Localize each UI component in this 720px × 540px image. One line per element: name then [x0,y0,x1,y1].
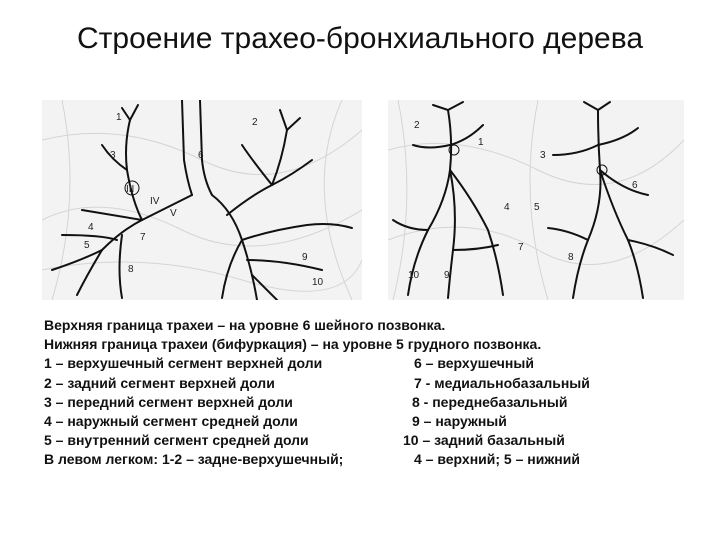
segment-label: 8 [128,264,134,275]
segment-label: III [126,184,134,195]
segment-label: 4 [504,202,510,213]
bronchial-tree-figure-left: 1 2 3 4 5 6 7 8 9 10 III IV V [42,100,362,300]
legend-right-text: 8 - переднебазальный [412,393,568,410]
segment-label: 10 [408,270,420,281]
segment-label: 8 [568,252,574,263]
segment-label: IV [150,196,160,207]
segment-label: 3 [540,150,546,161]
legend-row: 5 – внутренний сегмент средней доли 10 –… [44,431,684,450]
segment-label: 10 [312,277,324,288]
segment-label: 6 [198,150,204,161]
segment-label: 2 [414,120,420,131]
trachea-upper-border-text: Верхняя граница трахеи – на уровне 6 шей… [44,317,446,333]
segment-label: 6 [632,180,638,191]
legend-left-text: 4 – наружный сегмент средней доли [44,412,298,429]
segment-label: 3 [110,150,116,161]
slide-title: Строение трахео-бронхиального дерева [76,22,644,55]
legend-row: 4 – наружный сегмент средней доли 9 – на… [44,412,684,431]
segment-label: 7 [140,232,146,243]
legend-left-text: 3 – передний сегмент верхней доли [44,393,293,410]
legend-left-text: 5 – внутренний сегмент средней доли [44,432,309,449]
segment-label: 9 [444,270,450,281]
legend-right-text: 7 - медиальнобазальный [414,374,590,391]
segment-label: 9 [302,252,308,263]
legend-right-text: 10 – задний базальный [403,432,565,449]
legend-row: 2 – задний сегмент верхней доли 7 - меди… [44,374,684,393]
legend-left-text: 2 – задний сегмент верхней доли [44,374,275,391]
segment-label: 2 [252,117,258,128]
legend-left-text: 1 – верхушечный сегмент верхней доли [44,355,323,372]
legend-right-text: 4 – верхний; 5 – нижний [414,451,580,468]
caption-line-upper: Верхняя граница трахеи – на уровне 6 шей… [44,316,684,335]
bronchial-tree-figure-right: 1 2 3 4 5 6 7 8 9 10 [388,100,684,300]
segment-label: 1 [478,137,484,148]
segment-label: 5 [534,202,540,213]
segment-label: 1 [116,112,122,123]
legend-row: 1 – верхушечный сегмент верхней доли 6 –… [44,354,684,373]
segment-label: 4 [88,222,94,233]
caption-line-lower: Нижняя граница трахеи (бифуркация) – на … [44,335,684,354]
segment-label: 5 [84,240,90,251]
segment-label: 7 [518,242,524,253]
trachea-lower-border-text: Нижняя граница трахеи (бифуркация) – на … [44,336,542,353]
segment-label: V [170,208,177,219]
bronchial-tree-drawing-left: 1 2 3 4 5 6 7 8 9 10 III IV V [42,100,362,300]
legend-right-text: 6 – верхушечный [414,355,534,372]
legend-row: В левом легком: 1-2 – задне-верхушечный;… [44,450,684,469]
legend-caption: Верхняя граница трахеи – на уровне 6 шей… [44,316,684,470]
bronchial-tree-drawing-right: 1 2 3 4 5 6 7 8 9 10 [388,100,684,300]
legend-row: 3 – передний сегмент верхней доли 8 - пе… [44,393,684,412]
legend-right-text: 9 – наружный [412,412,507,429]
legend-left-text: В левом легком: 1-2 – задне-верхушечный; [44,451,344,468]
